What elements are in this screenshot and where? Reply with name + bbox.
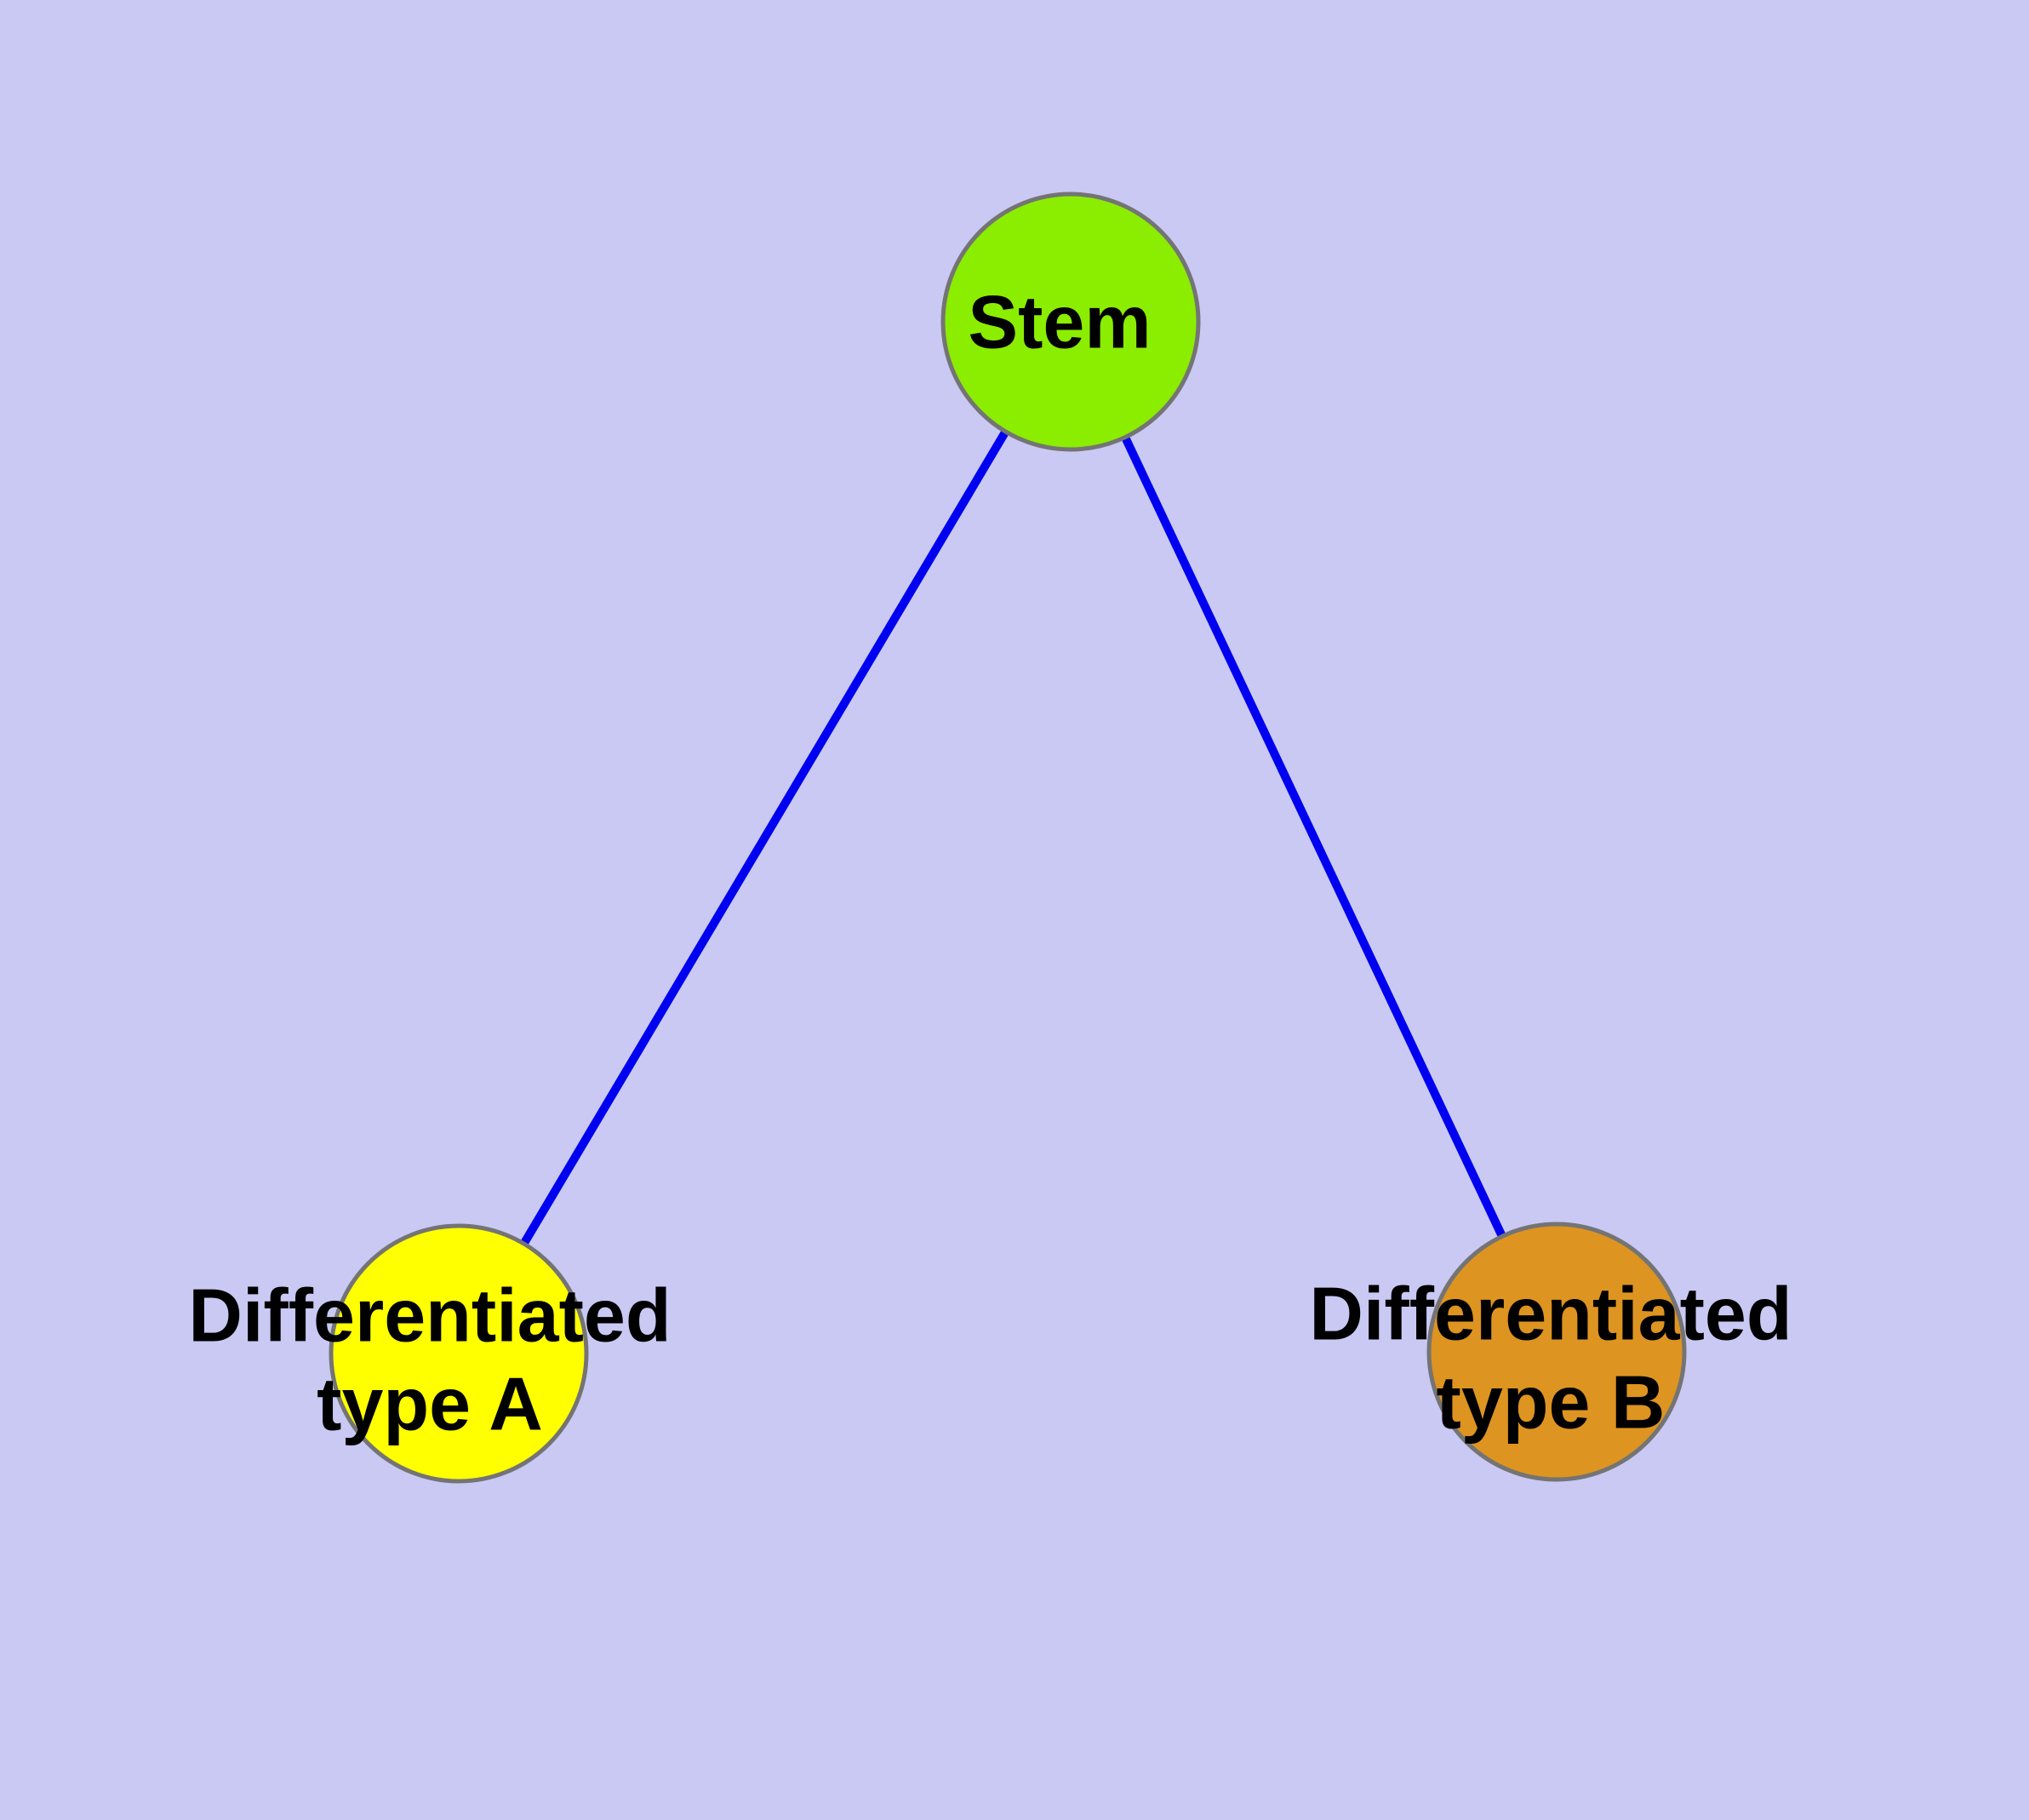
node-type-a-circle [329,1223,589,1484]
node-type-a-label-line2: type A [317,1362,543,1446]
node-type-b-label-line2: type B [1437,1360,1666,1445]
node-stem: Stem [940,192,1201,452]
edge-stem-to-type-b [1066,319,1561,1354]
node-stem-circle [940,192,1201,452]
edge-stem-to-type-a [454,319,1075,1356]
node-type-b: Differentiated type B [1309,1222,1792,1482]
node-type-a: Differentiated type A [188,1223,672,1484]
node-type-b-circle [1426,1222,1687,1482]
node-type-a-label-line1: Differentiated [188,1273,671,1358]
node-type-b-label-line1: Differentiated [1309,1272,1792,1356]
node-stem-label: Stem [968,280,1151,364]
